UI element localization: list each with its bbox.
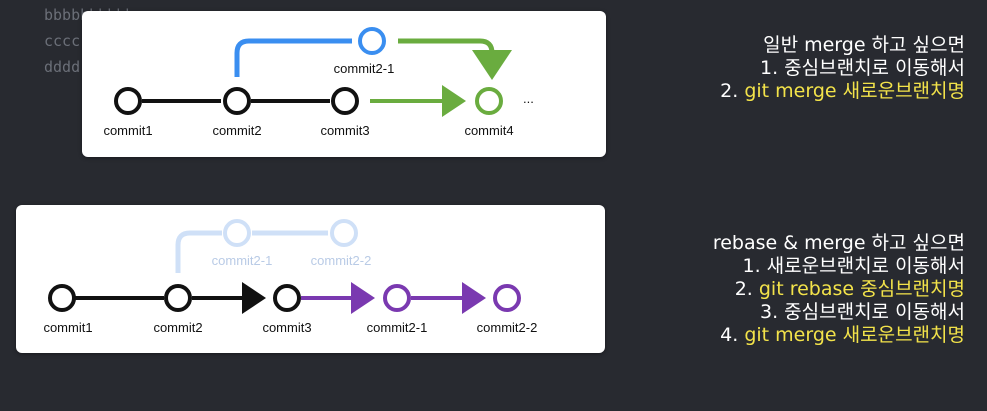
commit-label: commit1	[103, 123, 152, 138]
commit-label: commit2-2	[477, 320, 538, 335]
code-line: dddd	[44, 58, 81, 76]
step-number: 2.	[734, 278, 759, 300]
instruction-step: 1. 새로운브랜치로 이동해서	[742, 255, 966, 277]
faded-commit-node	[223, 219, 251, 247]
commit-label: commit3	[262, 320, 311, 335]
commit-node-merged	[475, 87, 503, 115]
instruction-step: 3. 중심브랜치로 이동해서	[759, 301, 965, 323]
commit-node	[114, 87, 142, 115]
git-command: git rebase 중심브랜치명	[758, 278, 965, 300]
step-number: 2.	[720, 80, 745, 102]
rebase-instructions: rebase & merge 하고 싶으면 1. 새로운브랜치로 이동해서 2.…	[713, 232, 965, 347]
commit-label: commit2	[153, 320, 202, 335]
commit-label: commit2-1	[367, 320, 428, 335]
commit-label: commit3	[320, 123, 369, 138]
commit-node	[223, 87, 251, 115]
instruction-title: rebase & merge 하고 싶으면	[712, 232, 965, 254]
commit-node	[331, 87, 359, 115]
faded-commit-label: commit2-1	[212, 253, 273, 268]
faded-branch-edge	[175, 230, 222, 273]
rebased-commit-node	[383, 284, 411, 312]
instruction-step: 2. git rebase 중심브랜치명	[713, 278, 965, 301]
branch-edge-out	[234, 38, 352, 77]
faded-commit-node	[330, 219, 358, 247]
instruction-step: 4. git merge 새로운브랜치명	[713, 324, 965, 347]
commit-node	[273, 284, 301, 312]
merge-instructions: 일반 merge 하고 싶으면 1. 중심브랜치로 이동해서 2. git me…	[720, 34, 965, 103]
rebase-diagram: commit2-1 commit2-2 commit1 commit2 comm…	[43, 219, 538, 335]
branch-commit-node	[358, 27, 386, 55]
commit-node	[164, 284, 192, 312]
commit-label: commit1	[43, 320, 92, 335]
merge-diagram-card: commit1 commit2 commit3 commit4 commit2-…	[82, 11, 606, 157]
merge-edge-back	[398, 38, 512, 80]
ellipsis: ...	[523, 91, 534, 106]
instruction-step: 2. git merge 새로운브랜치명	[720, 80, 965, 103]
commit-label: commit4	[464, 123, 513, 138]
instruction-step: 1. 중심브랜치로 이동해서	[759, 57, 965, 79]
git-command: git merge 새로운브랜치명	[744, 80, 965, 102]
rebase-diagram-card: commit2-1 commit2-2 commit1 commit2 comm…	[16, 205, 605, 353]
merge-diagram: commit1 commit2 commit3 commit4 commit2-…	[103, 27, 534, 138]
faded-commit-label: commit2-2	[311, 253, 372, 268]
instruction-title: 일반 merge 하고 싶으면	[763, 34, 965, 56]
step-number: 4.	[720, 324, 745, 346]
rebased-commit-node	[493, 284, 521, 312]
branch-commit-label: commit2-1	[334, 61, 395, 76]
commit-node	[48, 284, 76, 312]
code-line: cccc	[44, 32, 81, 50]
commit-label: commit2	[212, 123, 261, 138]
git-command: git merge 새로운브랜치명	[744, 324, 965, 346]
